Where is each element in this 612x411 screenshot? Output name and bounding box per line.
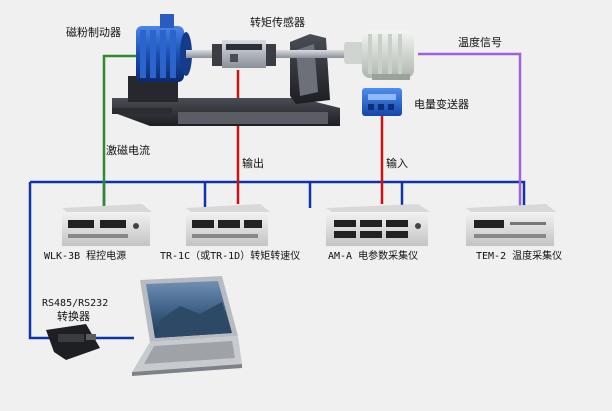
motor-unit: [344, 30, 414, 80]
brake-unit: [136, 14, 212, 82]
test-bench: [112, 14, 414, 126]
instrument-power-collector: [326, 204, 430, 246]
label-temp-collector: TEM-2 温度采集仪: [476, 251, 563, 262]
bus-line: [30, 180, 526, 212]
label-torque-sensor: 转矩传感器: [250, 16, 305, 29]
label-brake: 磁粉制动器: [66, 26, 121, 39]
label-converter-name: 转换器: [57, 310, 90, 323]
power-transmitter: [362, 88, 402, 116]
temperature-line: [418, 52, 522, 208]
label-converter-model: RS485/RS232: [42, 298, 109, 309]
bus-line: [28, 182, 134, 340]
label-excitation-current: 激磁电流: [106, 144, 150, 157]
instrument-power-supply: [62, 204, 152, 246]
rs485-converter: [46, 324, 100, 360]
label-power-collector: AM-A 电参数采集仪: [328, 251, 419, 262]
label-output: 输出: [242, 157, 264, 170]
label-power-transmitter: 电量变送器: [414, 98, 469, 111]
bench-base-plate: [178, 112, 328, 124]
excitation-line: [102, 54, 138, 208]
wiring: [28, 52, 526, 340]
instrument-temp-collector: [466, 204, 556, 246]
laptop: [132, 276, 242, 376]
label-power-supply: WLK-3B 程控电源: [44, 251, 127, 262]
label-input: 输入: [386, 157, 408, 170]
instrument-speed-meter: [186, 204, 270, 246]
label-speed-meter: TR-1C（或TR-1D）转矩转速仪: [160, 251, 301, 262]
torque-sensor: [212, 40, 346, 68]
label-temperature-signal: 温度信号: [458, 36, 502, 49]
